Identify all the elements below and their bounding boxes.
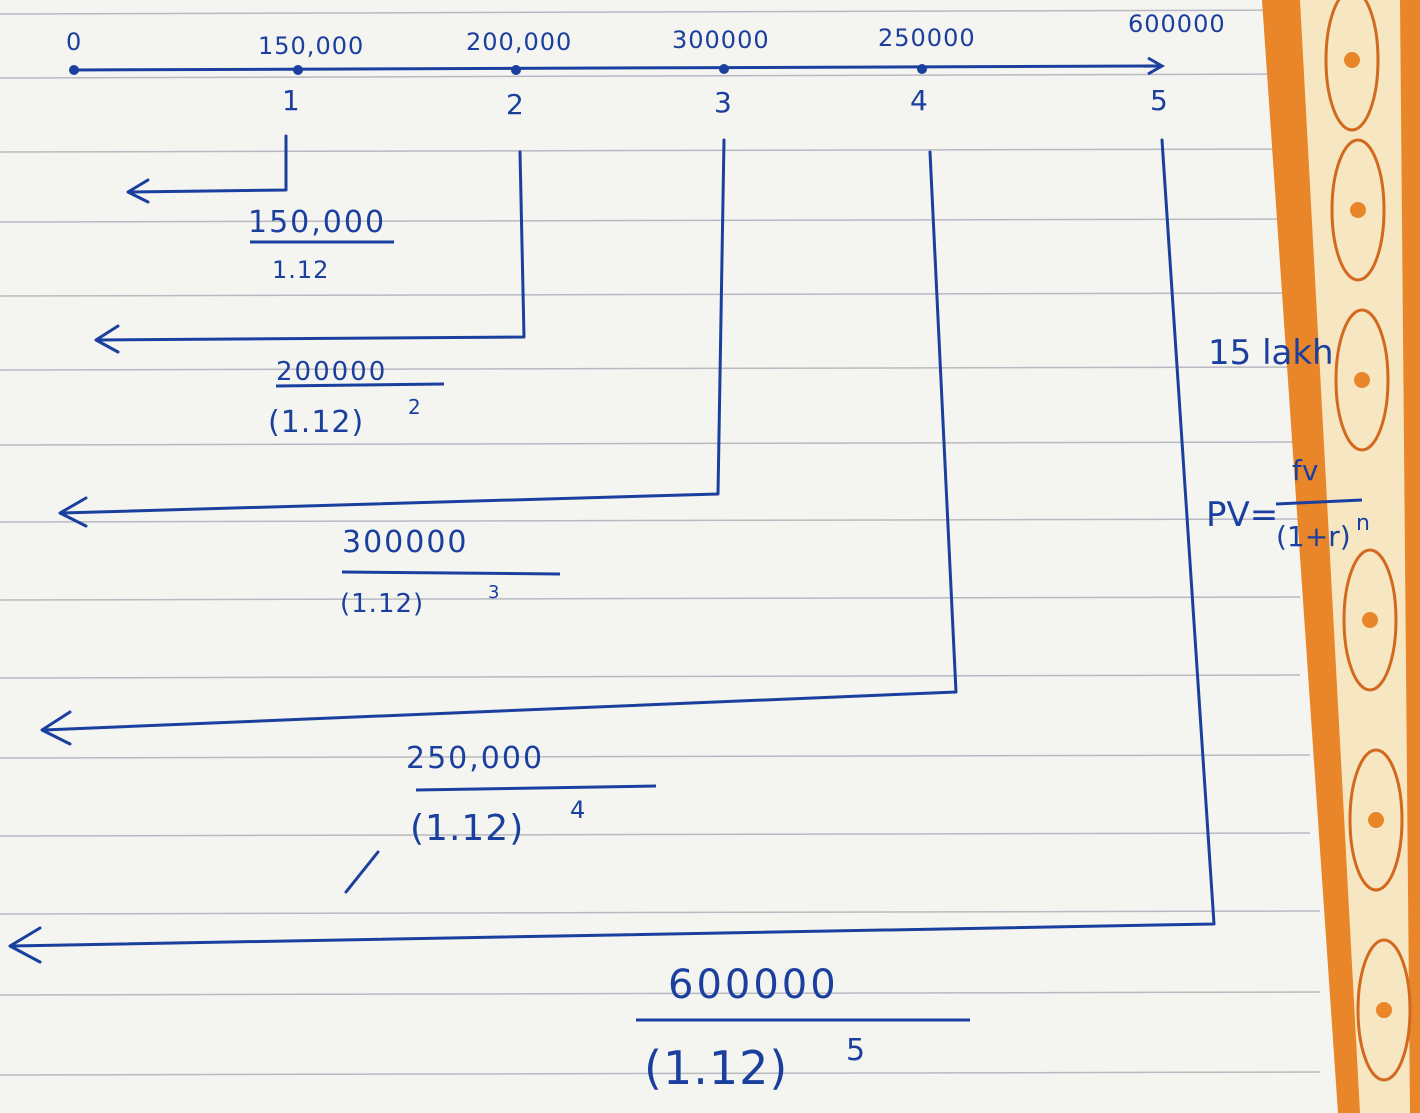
amount-0: 0: [66, 28, 82, 56]
svg-text:600000: 600000: [668, 962, 839, 1008]
amount-2: 200,000: [466, 28, 572, 56]
svg-text:(1.12): (1.12): [340, 589, 424, 619]
svg-text:2: 2: [408, 395, 421, 419]
svg-text:PV=: PV=: [1206, 495, 1278, 535]
svg-text:n: n: [1356, 511, 1370, 536]
period-1: 1: [282, 84, 300, 117]
period-3: 3: [714, 86, 732, 119]
amount-5: 600000: [1128, 10, 1226, 38]
svg-text:3: 3: [488, 582, 499, 603]
period-2: 2: [506, 88, 524, 121]
period-4: 4: [910, 84, 928, 117]
amount-1: 150,000: [258, 32, 364, 60]
svg-text:1.12: 1.12: [272, 256, 329, 284]
svg-text:(1.12): (1.12): [410, 808, 524, 849]
svg-text:5: 5: [846, 1033, 865, 1068]
amount-4: 250000: [878, 24, 976, 52]
svg-text:(1+r): (1+r): [1276, 520, 1351, 553]
svg-text:250,000: 250,000: [406, 741, 544, 776]
svg-text:(1.12): (1.12): [268, 405, 364, 440]
svg-text:200000: 200000: [276, 357, 387, 387]
svg-text:150,000: 150,000: [248, 205, 386, 240]
svg-text:fv: fv: [1292, 454, 1318, 487]
amount-3: 300000: [672, 26, 770, 54]
period-5: 5: [1150, 84, 1168, 117]
svg-text:(1.12): (1.12): [644, 1041, 788, 1095]
svg-text:300000: 300000: [342, 525, 469, 560]
total-note: 15 lakh: [1208, 333, 1334, 373]
svg-text:4: 4: [570, 796, 585, 824]
